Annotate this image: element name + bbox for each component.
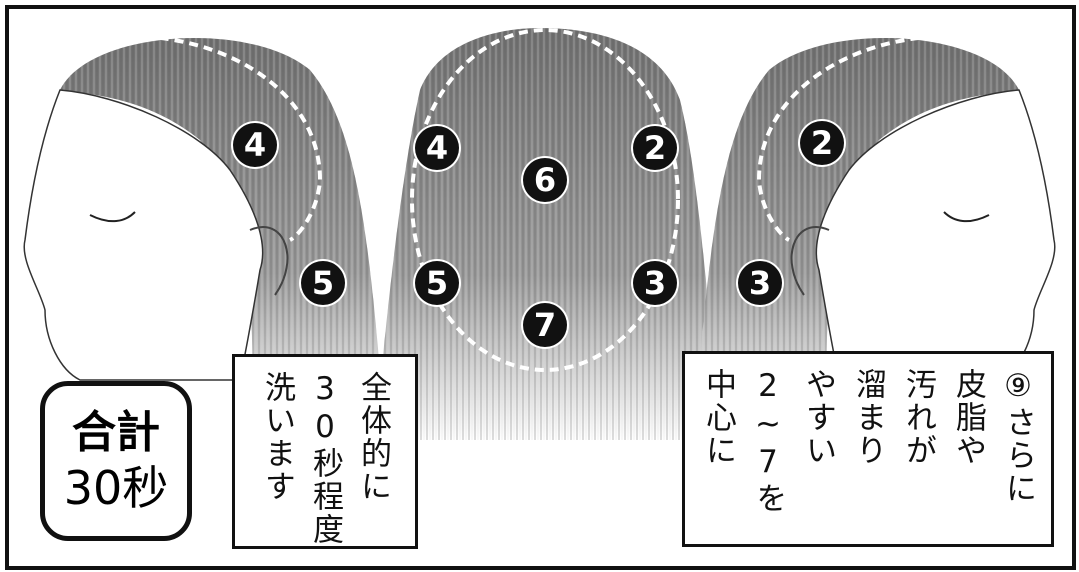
marker-4-left: 4 — [233, 123, 277, 167]
badge-time: 30秒 — [63, 461, 169, 515]
right-profile-head — [694, 34, 1056, 431]
left-profile-head — [23, 34, 385, 431]
caption-column: 全体的に — [355, 371, 391, 503]
marker-3-back: 3 — [633, 261, 677, 305]
caption-column: ⑨さらに — [1000, 368, 1036, 505]
caption-column: 汚れが — [900, 368, 936, 467]
back-view-head — [375, 28, 720, 440]
caption-column: 2~7を — [750, 368, 786, 515]
right-caption-box: ⑨さらに 皮脂や 汚れが 溜まり やすい 2~7を 中心に — [682, 351, 1054, 547]
caption-column: 皮脂や — [950, 368, 986, 467]
caption-column: やすい — [800, 368, 836, 467]
marker-3-right: 3 — [738, 261, 782, 305]
marker-5-left: 5 — [301, 261, 345, 305]
caption-column: 中心に — [700, 368, 736, 467]
caption-column: 洗います — [259, 371, 295, 503]
left-caption-box: 全体的に 30秒程度 洗います — [232, 354, 418, 549]
total-time-badge: 合計 30秒 — [40, 381, 192, 541]
panel-border — [5, 5, 1076, 570]
marker-4-back: 4 — [415, 126, 459, 170]
marker-5-back: 5 — [415, 261, 459, 305]
marker-2-right: 2 — [800, 121, 844, 165]
marker-2-back: 2 — [633, 126, 677, 170]
caption-column: 溜まり — [850, 368, 886, 467]
caption-column: 30秒程度 — [307, 371, 343, 546]
badge-label: 合計 — [72, 407, 160, 458]
marker-6-back: 6 — [523, 158, 567, 202]
marker-7-back: 7 — [523, 303, 567, 347]
